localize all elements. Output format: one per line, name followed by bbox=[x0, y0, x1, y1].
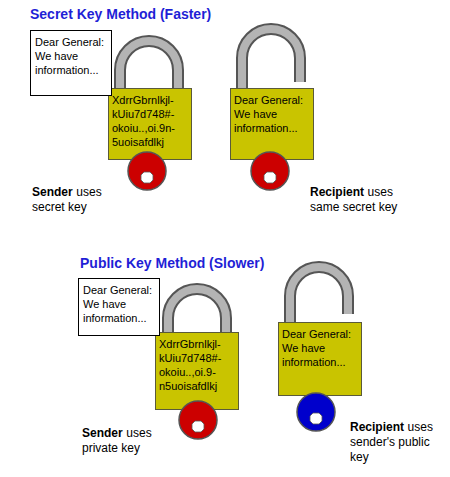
role-name: Recipient bbox=[350, 420, 404, 434]
key-hole bbox=[192, 421, 204, 432]
shackle-outline bbox=[290, 267, 348, 324]
key-hole bbox=[264, 172, 276, 183]
shackle-outline bbox=[168, 289, 226, 334]
key-symbol bbox=[297, 393, 335, 431]
shackle bbox=[168, 289, 226, 334]
lock-body: Dear General: We have information... bbox=[230, 88, 314, 160]
key-hole bbox=[310, 413, 322, 424]
section-heading: Secret Key Method (Faster) bbox=[30, 6, 211, 22]
lock-text: Dear General: We have information... bbox=[234, 93, 310, 135]
key-symbol bbox=[179, 401, 217, 439]
key-symbol bbox=[251, 152, 289, 190]
message-note: Dear General: We have information... bbox=[30, 30, 112, 96]
role-name: Sender bbox=[82, 426, 123, 440]
role-name: Sender bbox=[32, 185, 73, 199]
shackle bbox=[242, 29, 300, 92]
role-label: Senderuses private key bbox=[82, 426, 162, 456]
lock-body: XdrrGbrnlkjl- kUiu7d748#- okoiu..,oi.9- … bbox=[155, 332, 239, 410]
key-hole bbox=[141, 172, 153, 183]
lock-body: Dear General: We have information... bbox=[278, 322, 362, 396]
lock-body: XdrrGbrnlkjl- kUiu7d748#- okoiu..,oi.9n-… bbox=[108, 88, 192, 160]
key-symbol bbox=[128, 152, 166, 190]
shackle bbox=[290, 267, 348, 324]
shackle bbox=[120, 41, 178, 92]
message-text: Dear General: We have information... bbox=[35, 35, 107, 77]
section-heading: Public Key Method (Slower) bbox=[80, 255, 264, 271]
role-label: Senderuses secret key bbox=[32, 185, 112, 215]
shackle-outline bbox=[242, 29, 300, 92]
message-text: Dear General: We have information... bbox=[83, 283, 155, 325]
message-note: Dear General: We have information... bbox=[78, 278, 160, 336]
lock-text: XdrrGbrnlkjl- kUiu7d748#- okoiu..,oi.9- … bbox=[159, 337, 235, 393]
lock-text: Dear General: We have information... bbox=[282, 327, 358, 369]
section-label: Public Key Method (Slower) bbox=[80, 255, 264, 271]
role-label: Recipientuses same secret key bbox=[310, 185, 410, 215]
shackle-outline bbox=[120, 41, 178, 92]
role-name: Recipient bbox=[310, 185, 364, 199]
lock-text: XdrrGbrnlkjl- kUiu7d748#- okoiu..,oi.9n-… bbox=[112, 93, 188, 149]
section-label: Secret Key Method (Faster) bbox=[30, 6, 211, 22]
role-label: Recipientuses sender's public key bbox=[350, 420, 448, 465]
